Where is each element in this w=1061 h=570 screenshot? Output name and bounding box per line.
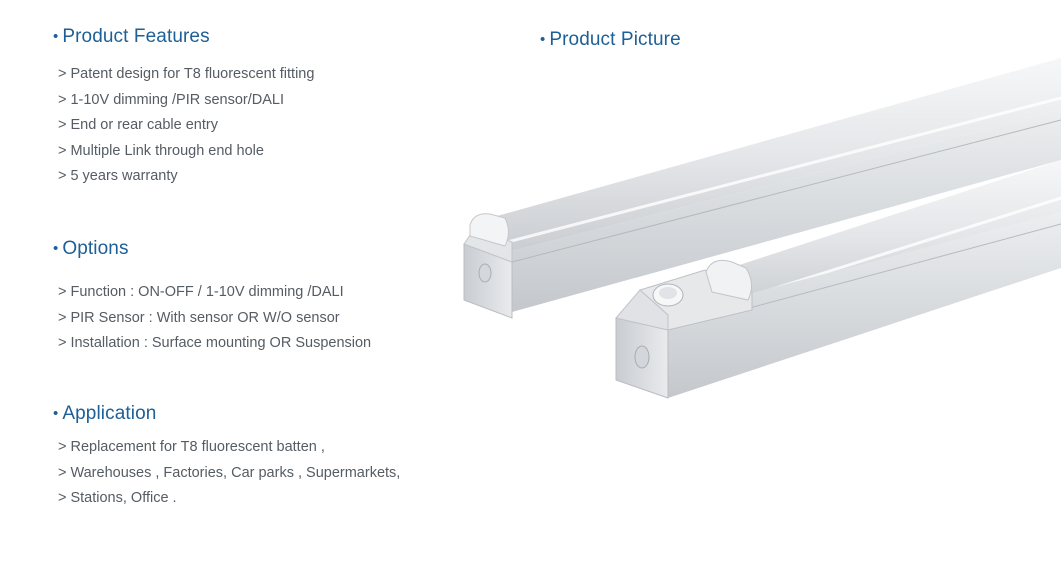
picture-title: Product Picture [549, 29, 681, 50]
bullet-icon: • [540, 31, 546, 48]
list-item: >Stations, Office . [58, 490, 177, 507]
chevron-right-icon: > [58, 439, 67, 455]
batten-fixture-with-sensor [615, 160, 1061, 399]
options-title: Options [62, 238, 129, 259]
list-item: >Function : ON-OFF / 1-10V dimming /DALI [58, 284, 344, 300]
list-item: >5 years warranty [58, 168, 178, 185]
product-image [463, 58, 1061, 399]
batten-fixture [463, 58, 1061, 319]
features-heading: •Product Features [53, 26, 210, 48]
list-item: >Warehouses , Factories, Car parks , Sup… [58, 464, 401, 481]
options-list: >Function : ON-OFF / 1-10V dimming /DALI… [58, 280, 371, 357]
bullet-icon: • [53, 405, 59, 422]
chevron-right-icon: > [58, 91, 67, 108]
chevron-right-icon: > [58, 168, 67, 185]
features-title: Product Features [62, 26, 210, 47]
list-item: >1-10V dimming /PIR sensor/DALI [58, 91, 285, 108]
chevron-right-icon: > [58, 335, 67, 352]
bullet-icon: • [53, 240, 59, 257]
list-item: >Patent design for T8 fluorescent fittin… [58, 66, 315, 82]
features-list: >Patent design for T8 fluorescent fittin… [58, 62, 314, 190]
list-item: >Replacement for T8 fluorescent batten , [58, 439, 325, 455]
chevron-right-icon: > [58, 142, 67, 159]
chevron-right-icon: > [58, 66, 67, 82]
list-item: >Installation : Surface mounting OR Susp… [58, 335, 372, 352]
list-item: >End or rear cable entry [58, 117, 218, 134]
chevron-right-icon: > [58, 490, 67, 507]
application-list: >Replacement for T8 fluorescent batten ,… [58, 435, 400, 512]
application-title: Application [62, 403, 157, 424]
list-item: >PIR Sensor : With sensor OR W/O sensor [58, 309, 340, 326]
options-heading: •Options [53, 238, 129, 260]
chevron-right-icon: > [58, 464, 67, 481]
picture-heading: •Product Picture [540, 29, 681, 51]
application-heading: •Application [53, 403, 156, 425]
chevron-right-icon: > [58, 284, 67, 300]
list-item: >Multiple Link through end hole [58, 142, 264, 159]
bullet-icon: • [53, 28, 59, 45]
chevron-right-icon: > [58, 117, 67, 134]
chevron-right-icon: > [58, 309, 67, 326]
